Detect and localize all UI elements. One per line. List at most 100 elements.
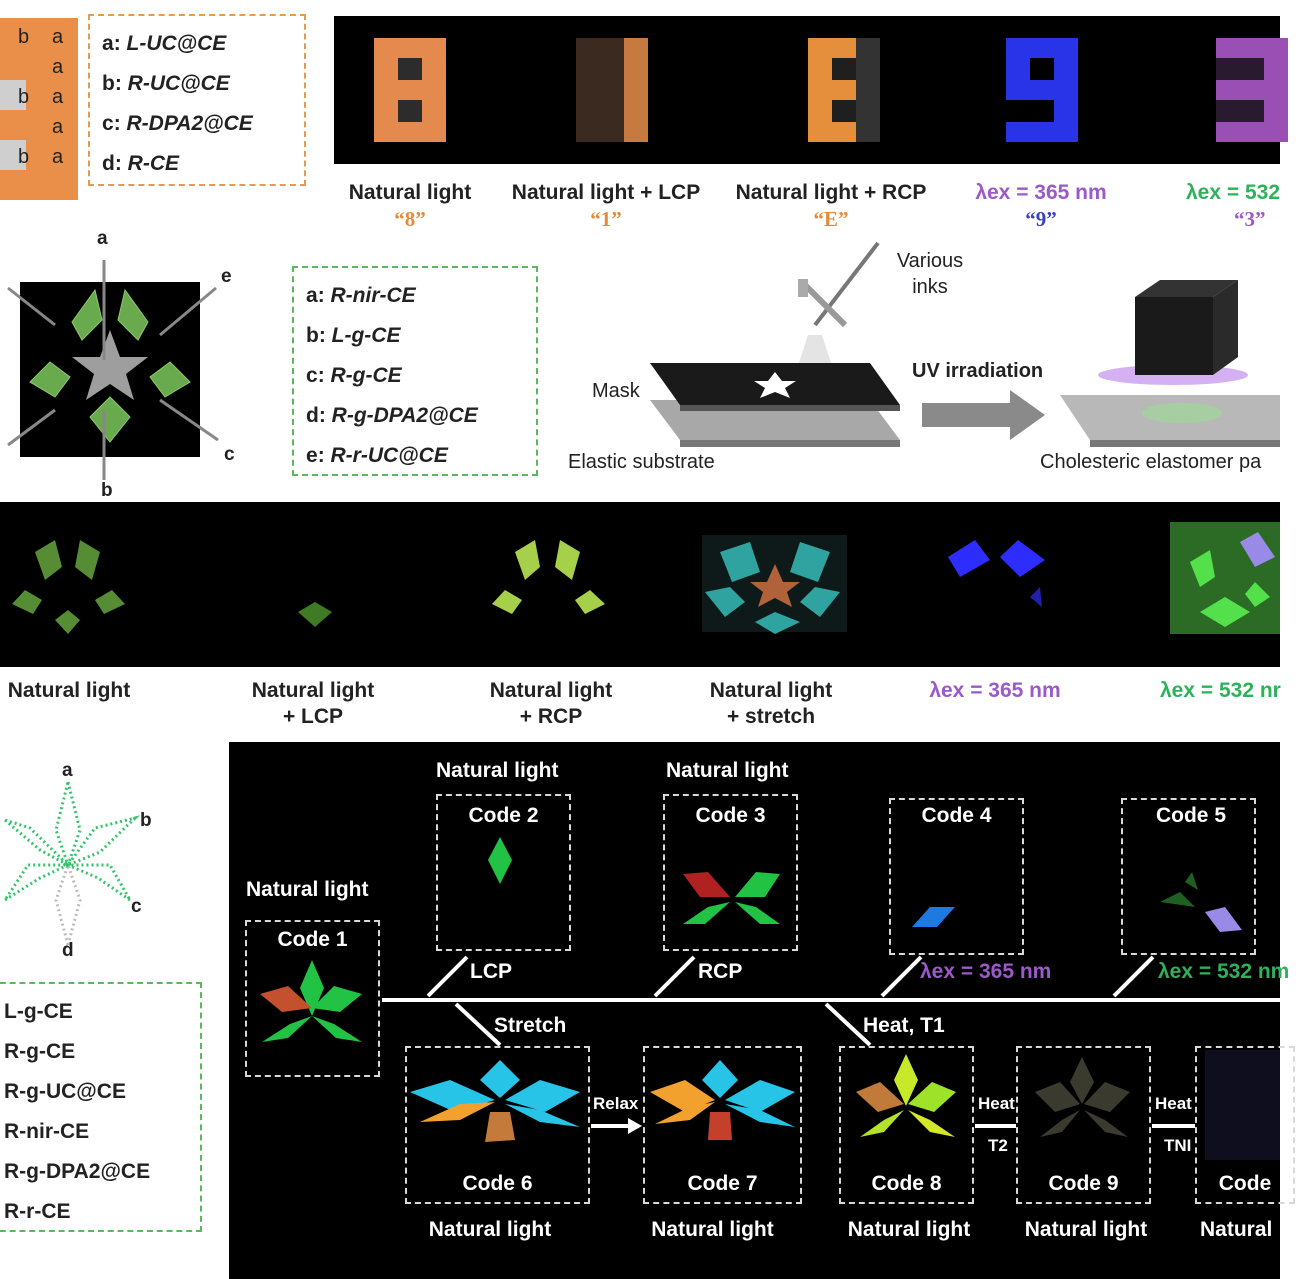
- code-box-2: [436, 794, 571, 951]
- code1-title: Natural light: [246, 878, 369, 901]
- caption-a2: Natural light + LCP “1”: [511, 181, 701, 231]
- legend-a-item: a: L-UC@CE: [102, 32, 227, 55]
- legend-a: a: L-UC@CE b: R-UC@CE c: R-DPA2@CE d: R-…: [88, 14, 306, 186]
- code7-bottom: Natural light: [651, 1218, 774, 1241]
- code-box-6: [405, 1046, 590, 1204]
- tile-letter: a: [52, 56, 64, 78]
- star-label-a: a: [97, 228, 108, 249]
- code10-bottom: Natural: [1200, 1218, 1273, 1241]
- legend-c-item: R-r-CE: [4, 1200, 71, 1223]
- code5-label: Code 5: [1155, 804, 1226, 827]
- branch-relax: Relax: [593, 1094, 639, 1113]
- star-label-e: e: [221, 266, 232, 287]
- caption-b2: Natural light+ LCP: [251, 679, 375, 728]
- star-leader-lines: [7, 260, 219, 480]
- code8-bottom: Natural light: [847, 1218, 971, 1241]
- code4-label: Code 4: [921, 804, 992, 827]
- inks-label: Various inks: [896, 250, 964, 298]
- uv-label: UV irradiation: [912, 360, 1044, 382]
- code3-title: Natural light: [666, 759, 789, 782]
- code9-label: Code 9: [1048, 1172, 1119, 1195]
- code10-label: Code: [1218, 1172, 1272, 1195]
- code-box-5: [1121, 798, 1256, 955]
- branch-heat-t1: Heat, T1: [863, 1014, 945, 1037]
- legend-c-item: R-g-UC@CE: [4, 1080, 126, 1103]
- tile-letter: a: [52, 116, 64, 138]
- code1-label: Code 1: [277, 928, 348, 951]
- star-strip: [0, 502, 1280, 667]
- digit-image-8: [374, 38, 446, 142]
- legend-c-item: R-nir-CE: [4, 1120, 90, 1143]
- branch-lines: [382, 955, 1280, 1134]
- flower-outline: [3, 781, 141, 951]
- caption-b4: Natural light+ stretch: [709, 679, 833, 728]
- star-pattern: [20, 282, 200, 457]
- caption-b3: Natural light+ RCP: [489, 679, 613, 728]
- caption-b5: λex = 365 nm: [929, 679, 1061, 702]
- code3-label: Code 3: [695, 804, 766, 827]
- branch-365: λex = 365 nm: [920, 960, 1052, 983]
- legend-a-item: c: R-DPA2@CE: [102, 112, 253, 135]
- code7-label: Code 7: [687, 1172, 758, 1195]
- code-map: [229, 742, 1280, 1279]
- branch-stretch: Stretch: [494, 1014, 567, 1037]
- code-box-1: [245, 920, 380, 1077]
- branch-heat2: Heat: [1155, 1094, 1192, 1113]
- code-box-3: [663, 794, 798, 951]
- code6-bottom: Natural light: [428, 1218, 552, 1241]
- caption-a5: λex = 532 “3”: [1186, 181, 1281, 231]
- tile-letter: a: [52, 86, 64, 108]
- code2-label: Code 2: [468, 804, 539, 827]
- legend-c-item: R-g-DPA2@CE: [4, 1160, 151, 1183]
- legend-b-item: e: R-r-UC@CE: [306, 444, 448, 467]
- substrate-label: Elastic substrate: [568, 451, 715, 473]
- code2-title: Natural light: [436, 759, 559, 782]
- caption-b6: λex = 532 nr: [1160, 679, 1281, 702]
- branch-lcp: LCP: [470, 960, 512, 983]
- branch-532: λex = 532 nm: [1158, 960, 1290, 983]
- code-box-7: [643, 1046, 802, 1204]
- tile-letter: b: [18, 26, 30, 48]
- branch-tni: TNI: [1164, 1136, 1192, 1155]
- code6-label: Code 6: [462, 1172, 533, 1195]
- petal-label-b: b: [140, 810, 152, 831]
- tile-letter: a: [52, 146, 64, 168]
- legend-c-item: R-g-CE: [4, 1040, 76, 1063]
- petal-label-d: d: [62, 940, 74, 961]
- process-diagram: [650, 241, 1280, 447]
- digit-strip: [334, 16, 1288, 164]
- branch-t2: T2: [988, 1136, 1008, 1155]
- tile-grid: b a a b a a b a: [0, 18, 78, 200]
- digit-image-e: [808, 38, 880, 142]
- code-box-9: [1016, 1046, 1151, 1204]
- code-box-4: [889, 798, 1024, 955]
- legend-b-item: a: R-nir-CE: [306, 284, 416, 307]
- legend-c-item: L-g-CE: [4, 1000, 73, 1023]
- product-label: Cholesteric elastomer pa: [1040, 451, 1262, 473]
- caption-a4: λex = 365 nm “9”: [975, 181, 1107, 231]
- legend-a-item: d: R-CE: [102, 152, 179, 175]
- digit-image-9: [1006, 38, 1078, 142]
- tile-letter: a: [52, 26, 64, 48]
- code8-label: Code 8: [871, 1172, 942, 1195]
- code-box-8: [839, 1046, 974, 1204]
- branch-heat1: Heat: [978, 1094, 1015, 1113]
- code9-bottom: Natural light: [1024, 1218, 1148, 1241]
- legend-b: a: R-nir-CE b: L-g-CE c: R-g-CE d: R-g-D…: [292, 266, 538, 476]
- caption-b1: Natural light: [7, 679, 131, 702]
- caption-a3: Natural light + RCP “E”: [735, 181, 927, 231]
- star-label-c: c: [224, 444, 235, 465]
- legend-b-item: c: R-g-CE: [306, 364, 402, 387]
- petal-label-a: a: [62, 760, 73, 781]
- legend-a-item: b: R-UC@CE: [102, 72, 230, 95]
- digit-image-3: [1216, 38, 1288, 142]
- digit-image-1: [576, 38, 648, 142]
- petal-label-c: c: [131, 896, 142, 917]
- legend-b-item: d: R-g-DPA2@CE: [306, 404, 478, 427]
- star-label-b: b: [101, 480, 113, 501]
- legend-c: L-g-CE R-g-CE R-g-UC@CE R-nir-CE R-g-DPA…: [0, 982, 202, 1232]
- branch-rcp: RCP: [698, 960, 743, 983]
- tile-letter: b: [18, 146, 30, 168]
- code-box-10: [1195, 1046, 1295, 1204]
- legend-b-item: b: L-g-CE: [306, 324, 401, 347]
